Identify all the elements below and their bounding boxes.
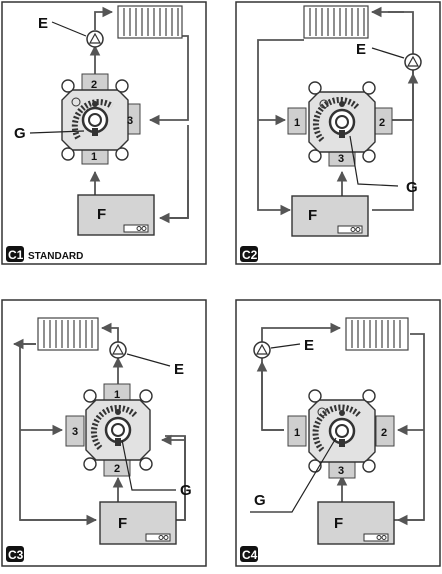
radiator [37,317,99,351]
panel-c4: E 1 2 3 G F C4 [235,299,441,567]
port-right-label: 3 [127,115,133,127]
pump-e [253,341,271,359]
boiler-label: F [334,515,343,532]
mixing-valve [61,73,141,165]
knob-label: G [180,482,192,499]
panel-id: C1 [8,248,24,262]
boiler-f [99,501,177,545]
panel-c3: E 1 3 2 G F C3 [1,299,207,567]
port-left-label: 1 [294,117,300,129]
panel-tag [240,246,258,262]
pump-label: E [356,41,366,58]
pump-e [109,341,127,359]
panel-frame [1,299,207,567]
port-top-label: 1 [114,389,120,401]
pump-e [86,30,104,48]
mixing-valve [65,383,153,477]
boiler-label: F [118,515,127,532]
port-bottom-label: 1 [91,151,97,163]
panel-c2: E 1 2 3 G F C2 [235,1,441,265]
boiler-label: F [308,207,317,224]
panel-tag [6,546,24,562]
port-left-label: 1 [294,427,300,439]
mixing-valve [287,389,395,479]
panel-id: C4 [242,548,258,562]
pipe-network [257,6,419,216]
knob-label: G [254,492,266,509]
panel-frame [1,1,207,265]
knob-label: G [14,125,26,142]
boiler-f [291,195,369,237]
pump-label: E [38,15,48,32]
panel-tag [240,546,258,562]
panel-tag [6,246,24,262]
radiator [345,317,409,351]
port-bottom-label: 2 [114,463,120,475]
knob-label: G [406,179,418,196]
pump-label: E [174,361,184,378]
boiler-f [317,501,395,545]
pump-label: E [304,337,314,354]
panel-id: C2 [242,248,258,262]
panel-c1: E 2 3 1 G F [1,1,207,265]
panel-caption: STANDARD [28,251,83,262]
port-bottom-label: 3 [338,465,344,477]
mixing-valve [287,81,393,167]
panel-frame [235,299,441,567]
port-top-label: 2 [91,79,97,91]
boiler-label: F [97,206,106,223]
radiator [303,5,369,39]
port-right-label: 2 [381,427,387,439]
port-right-label: 2 [379,117,385,129]
port-left-label: 3 [72,426,78,438]
panel-frame [235,1,441,265]
port-bottom-label: 3 [338,153,344,165]
panel-id: C3 [8,548,24,562]
boiler-f [77,194,155,236]
pump-e [404,53,422,71]
radiator [117,5,183,39]
